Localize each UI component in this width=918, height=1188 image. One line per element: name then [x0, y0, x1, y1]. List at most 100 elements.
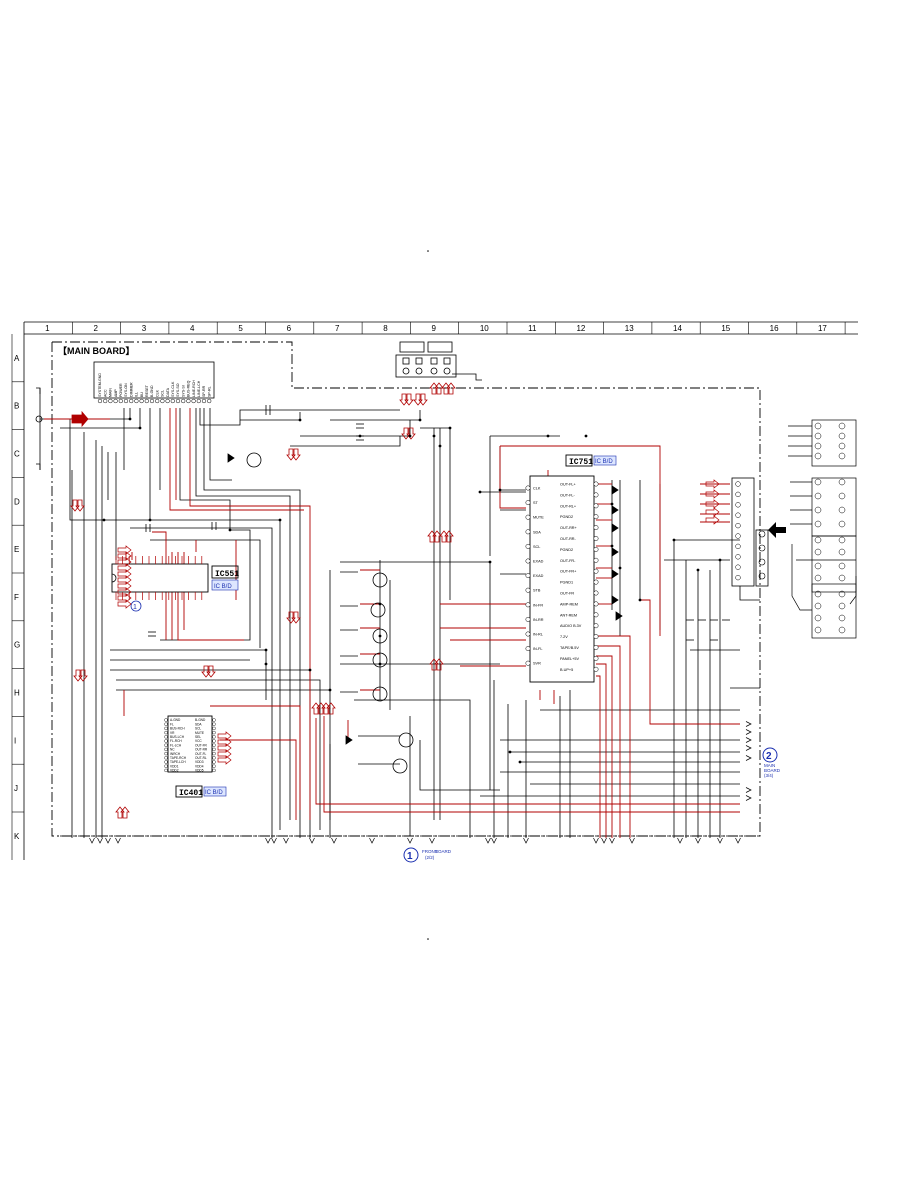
ic751-left-pin — [525, 660, 531, 666]
junction-dot — [298, 418, 302, 422]
junction-dot — [498, 488, 502, 492]
connector-pin — [201, 398, 207, 404]
registration-dot-bottom — [427, 938, 429, 940]
double-arrow — [291, 611, 301, 624]
column-label-10: 10 — [480, 324, 489, 333]
right-edge-terminal — [745, 721, 752, 727]
junction-dot — [378, 662, 382, 666]
ic751-right-pin — [593, 557, 599, 563]
ic751-left-pin-label: IN-FL — [533, 647, 543, 651]
svg-text:2: 2 — [766, 751, 772, 762]
double-arrow — [206, 665, 216, 678]
ic751-right-pin-label: OUT-RL+ — [560, 504, 577, 508]
ic751-right-pin — [593, 655, 599, 661]
ref-marker-front-board: 1 FRONT BOARD (2/2) — [403, 847, 452, 863]
double-arrow — [326, 702, 336, 715]
ic401-left-pin-label: FL — [170, 722, 174, 726]
junction-dot — [518, 760, 522, 764]
transistors — [246, 452, 414, 774]
bottom-terminal — [283, 837, 289, 844]
ic751-right-pin-label: AMP-REM — [560, 602, 578, 606]
bottom-terminal — [105, 837, 111, 844]
junction-dot — [328, 688, 332, 692]
ic551-arrow — [117, 599, 132, 609]
junction-dot — [438, 444, 442, 448]
column-label-17: 17 — [818, 324, 827, 333]
junction-dot — [358, 434, 362, 438]
bottom-terminal — [485, 837, 491, 844]
connector-pin-label: LINE-LCH — [197, 380, 201, 397]
junction-dot — [432, 434, 436, 438]
double-arrow — [286, 611, 296, 624]
ic751-right-pin-label: TAPE/B.5V — [560, 646, 579, 650]
double-arrow — [432, 530, 442, 543]
grid-frame — [11, 321, 858, 860]
ic401-left-pin-label: A-GND — [170, 718, 181, 722]
ic751-right-pin — [593, 666, 599, 672]
ic751-right-pin — [593, 546, 599, 552]
ic751-left-pin — [525, 587, 531, 593]
ic401-right-pin-label: OUT-FR — [195, 743, 208, 747]
ic751-left-pin — [525, 573, 531, 579]
double-arrow — [413, 393, 423, 406]
connector-pin-label: AMP — [114, 389, 118, 397]
double-arrow — [406, 427, 416, 440]
row-label-D: D — [14, 497, 20, 506]
row-label-B: B — [14, 402, 19, 411]
ic401-right-pin — [212, 735, 216, 739]
junction-dot — [278, 518, 282, 522]
bottom-terminal — [89, 837, 95, 844]
connector-pin — [155, 398, 160, 404]
connector-pin-label: CLK — [155, 389, 159, 397]
harness-pin — [838, 590, 846, 598]
connector-pin — [97, 398, 103, 404]
ic401-right-pin-label: SCL — [195, 727, 201, 731]
right-signal-arrow — [705, 499, 720, 509]
ic401-left-pin-label: VR — [170, 731, 175, 735]
bottom-terminals — [89, 837, 741, 844]
ic401-right-pin-label: B-GND — [195, 718, 206, 722]
ic751-left-pin-label: IN-FR — [533, 603, 543, 607]
ic401-right-pin — [212, 747, 216, 752]
ic751-label: IC751 — [569, 458, 593, 467]
right-connector-pin — [735, 564, 741, 570]
double-arrow — [73, 669, 83, 682]
ic751-left-pin-label: STB — [533, 589, 541, 593]
double-arrow — [75, 499, 85, 512]
ic401-left-pin — [164, 747, 168, 752]
ic401-left-pin — [164, 735, 168, 739]
right-connector — [731, 477, 786, 587]
double-arrow — [115, 806, 125, 819]
ic751-left-pin-label: EXAD — [533, 574, 544, 578]
column-label-8: 8 — [383, 324, 388, 333]
ic751-right-pin-label: PGND1 — [560, 581, 573, 585]
connector-pin-label: SYSTEM-GND — [98, 373, 102, 397]
junction-dot — [128, 417, 132, 421]
ic751-left-pin-label: IN-RR — [533, 618, 544, 622]
connector-pin — [123, 398, 129, 404]
ic401-label: IC401 — [179, 789, 203, 798]
ic401-right-pin-label: SEL — [195, 735, 201, 739]
double-arrow — [441, 382, 451, 395]
junction-dot — [418, 418, 422, 422]
harness-pin — [814, 422, 822, 430]
right-connector-pin — [735, 491, 741, 498]
ic551-arrow — [117, 569, 132, 579]
ic751-right-pin — [593, 601, 599, 607]
ic751-left-pin — [525, 529, 531, 535]
left-plugs — [35, 387, 89, 470]
ic751-right-pin-label: PGND2 — [560, 515, 573, 519]
double-arrow — [427, 530, 437, 543]
ic401-left-pin — [164, 764, 168, 768]
right-signal-arrow — [705, 515, 720, 525]
ic401-left-pin-label: VDD2 — [170, 769, 179, 773]
harness-pin — [838, 432, 846, 440]
connector-pin-label: SYS-SO — [176, 383, 180, 397]
harness-diagram — [788, 419, 857, 639]
ic751-right-pin-label: OUT-FL- — [560, 493, 576, 497]
bottom-terminal — [717, 837, 723, 844]
double-arrow — [201, 665, 211, 678]
harness-pin — [814, 536, 822, 544]
